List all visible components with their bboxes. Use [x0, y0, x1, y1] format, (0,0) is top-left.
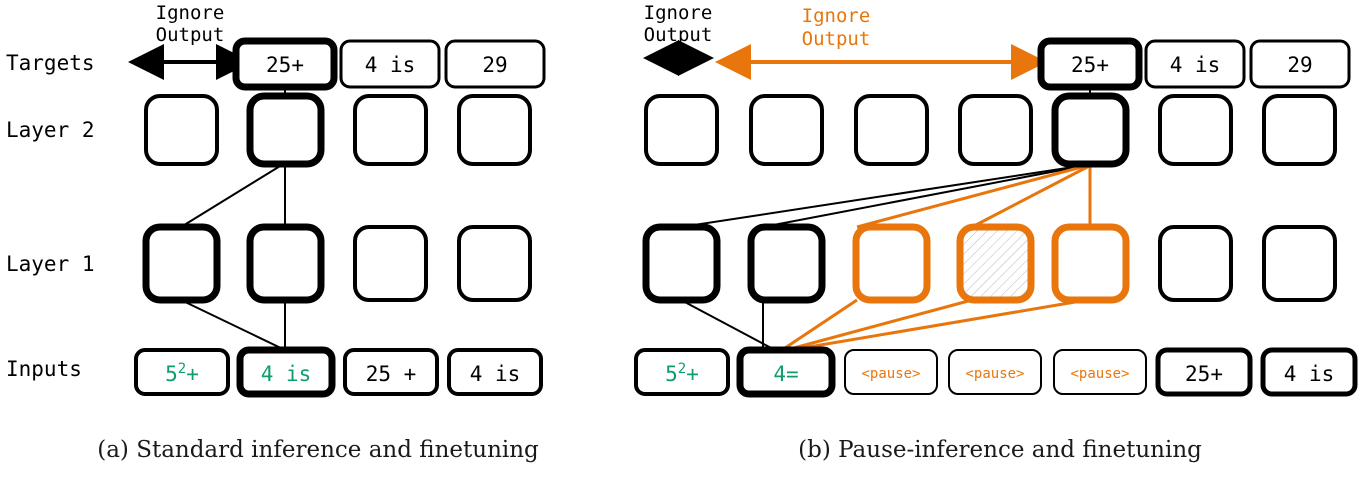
target-token[interactable]: 25+: [1037, 37, 1143, 91]
row-label-layer1: Layer 1: [6, 252, 95, 276]
layer1-node[interactable]: [1262, 225, 1337, 302]
input-token[interactable]: 52+: [134, 348, 230, 396]
input-token[interactable]: 25+: [1155, 347, 1253, 397]
input-token[interactable]: 4 is: [447, 348, 543, 396]
panel-b-layer2-row: [644, 92, 1337, 168]
layer1-node[interactable]: [457, 225, 532, 302]
layer1-node[interactable]: [1158, 225, 1233, 302]
input-token-label: 25+: [1185, 362, 1223, 386]
panel-b-layer1-row: [642, 223, 1337, 304]
layer1-node[interactable]: [246, 223, 325, 304]
input-token-label: 4 is: [1284, 362, 1335, 386]
input-token-pause[interactable]: <pause>: [1053, 349, 1147, 395]
panel-b-ignore-output-orange: Ignore Output: [715, 5, 1047, 80]
layer2-node[interactable]: [644, 94, 719, 166]
layer2-node[interactable]: [1051, 92, 1130, 168]
input-token-label: 25 +: [366, 362, 417, 386]
panel-a-caption: (a) Standard inference and finetuning: [97, 437, 539, 463]
annotation-orange-line1: Ignore: [802, 5, 871, 27]
layer2-node[interactable]: [144, 94, 219, 166]
input-token-label: <pause>: [861, 366, 920, 382]
layer1-node[interactable]: [642, 223, 721, 304]
panel-a-inputs-row: 52+ 4 is 25 + 4 is: [134, 346, 543, 398]
target-token[interactable]: 4 is: [1144, 39, 1246, 89]
layer2-node[interactable]: [457, 94, 532, 166]
input-token[interactable]: 52+: [634, 348, 730, 396]
panel-a-layer2-row: [144, 92, 532, 168]
target-token[interactable]: 29: [444, 39, 546, 89]
panel-a-ignore-output-annotation: Ignore Output: [128, 2, 252, 80]
annotation-line2: Output: [156, 24, 225, 46]
input-token-label: <pause>: [1070, 366, 1129, 382]
layer2-node[interactable]: [854, 94, 929, 166]
target-token-label: 4 is: [365, 53, 416, 77]
input-token-label: 52+: [665, 361, 699, 386]
target-token-label: 25+: [1071, 53, 1109, 77]
panel-b-caption: (b) Pause-inference and finetuning: [798, 437, 1202, 463]
layer1-node[interactable]: [353, 225, 428, 302]
layer2-node[interactable]: [958, 94, 1033, 166]
input-token-label: 52+: [165, 361, 199, 386]
annotation-black-line1: Ignore: [644, 2, 713, 24]
target-token-label: 29: [482, 53, 507, 77]
panel-b-targets-row: 25+ 4 is 29: [1037, 37, 1351, 91]
panel-a-layer1-row: [142, 223, 532, 304]
layer2-node[interactable]: [749, 94, 824, 166]
row-label-targets: Targets: [6, 51, 95, 75]
input-token[interactable]: 25 +: [343, 348, 439, 396]
panel-b-inputs-row: 52+ 4= <pause> <pause> <pause>: [634, 346, 1358, 398]
annotation-orange-line2: Output: [802, 28, 871, 50]
input-token[interactable]: 4 is: [236, 346, 336, 398]
layer1-node-hatched[interactable]: [956, 223, 1035, 304]
input-token-label: 4 is: [261, 362, 312, 386]
target-token[interactable]: 25+: [232, 37, 338, 91]
panel-b-edges-orange: [778, 162, 1094, 354]
layer2-node[interactable]: [246, 92, 325, 168]
input-token[interactable]: 4=: [736, 346, 836, 398]
layer1-node[interactable]: [142, 223, 221, 304]
layer2-node[interactable]: [1262, 94, 1337, 166]
input-token-pause[interactable]: <pause>: [844, 349, 938, 395]
input-token-label: 4=: [773, 362, 798, 386]
annotation-black-line2: Output: [644, 24, 713, 46]
annotation-line1: Ignore: [156, 2, 225, 24]
target-token[interactable]: 4 is: [339, 39, 441, 89]
panel-a: Ignore Output 25+ 4 is: [97, 2, 546, 463]
input-token-pause[interactable]: <pause>: [948, 349, 1042, 395]
row-label-inputs: Inputs: [6, 357, 82, 381]
panel-a-targets-row: 25+ 4 is 29: [232, 37, 546, 91]
layer2-node[interactable]: [1158, 94, 1233, 166]
layer1-node[interactable]: [1051, 223, 1130, 304]
panel-b: Ignore Output Ignore Output: [634, 2, 1358, 463]
row-label-layer2: Layer 2: [6, 118, 95, 142]
layer2-node[interactable]: [353, 94, 428, 166]
panel-b-ignore-output-black: Ignore Output: [643, 2, 714, 76]
input-token-label: 4 is: [470, 362, 521, 386]
layer1-node[interactable]: [747, 223, 826, 304]
target-token-label: 29: [1287, 53, 1312, 77]
target-token-label: 4 is: [1170, 53, 1221, 77]
input-token-label: <pause>: [965, 366, 1024, 382]
target-token-label: 25+: [266, 53, 304, 77]
layer1-node[interactable]: [852, 223, 931, 304]
target-token[interactable]: 29: [1249, 39, 1351, 89]
input-token[interactable]: 4 is: [1260, 347, 1358, 397]
